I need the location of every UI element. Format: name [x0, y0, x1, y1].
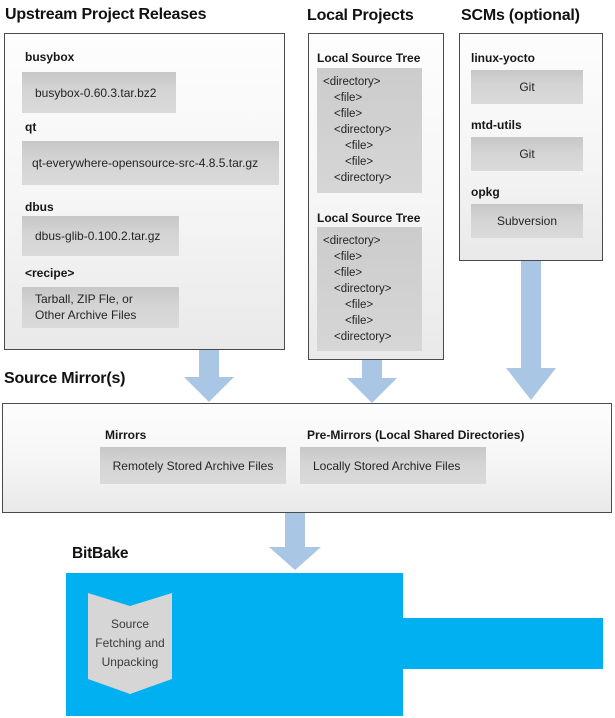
- archive-file-box-qt: qt-everywhere-opensource-src-4.8.5.tar.g…: [22, 141, 279, 185]
- down-arrow-mirrors-icon: [269, 513, 321, 570]
- remote-archive-box: Remotely Stored Archive Files: [100, 447, 286, 484]
- archive-file-box-recipe: Tarball, ZIP Fle, or Other Archive Files: [22, 287, 179, 328]
- tree-line: <file>: [345, 140, 374, 152]
- bitbake-heading: BitBake: [72, 545, 129, 562]
- archive-file-box-busybox: busybox-0.60.3.tar.bz2: [22, 72, 176, 113]
- archive-file-box-dbus: dbus-glib-0.100.2.tar.gz: [22, 216, 179, 256]
- tree-line: <directory>: [334, 124, 392, 136]
- tree-line: <directory>: [334, 331, 392, 343]
- scm-type-box-subversion: Subversion: [471, 204, 583, 238]
- down-arrow-local-icon: [347, 360, 397, 403]
- package-label-recipe: <recipe>: [25, 266, 75, 280]
- tree-line: <directory>: [334, 172, 392, 184]
- tree-line: <file>: [345, 299, 374, 311]
- tree-line: <file>: [334, 108, 363, 120]
- source-mirrors-heading: Source Mirror(s): [4, 370, 126, 387]
- scm-type-box-git-2: Git: [471, 137, 583, 171]
- scm-project-label-mtd-utils: mtd-utils: [471, 118, 522, 132]
- source-tree-box: <directory> <file> <file> <directory> <f…: [317, 227, 422, 351]
- scm-type-box-git-1: Git: [471, 70, 583, 104]
- upstream-releases-panel: busybox busybox-0.60.3.tar.bz2 qt qt-eve…: [4, 33, 285, 350]
- local-projects-panel: Local Source Tree <directory> <file> <fi…: [308, 33, 444, 360]
- tree-line: <file>: [334, 267, 363, 279]
- tree-line: <file>: [334, 92, 363, 104]
- local-projects-heading: Local Projects: [307, 7, 414, 24]
- mirrors-label: Mirrors: [105, 428, 147, 442]
- upstream-releases-heading: Upstream Project Releases: [5, 6, 207, 23]
- tree-line: <directory>: [323, 235, 381, 247]
- down-arrow-upstream-icon: [184, 350, 234, 402]
- down-arrow-scm-icon: [506, 261, 556, 400]
- scms-heading: SCMs (optional): [461, 7, 580, 24]
- scms-panel: linux-yocto Git mtd-utils Git opkg Subve…: [459, 33, 603, 261]
- source-fetching-chevron: Source Fetching and Unpacking: [88, 593, 172, 694]
- scm-project-label-linux-yocto: linux-yocto: [471, 51, 536, 65]
- premirrors-label: Pre-Mirrors (Local Shared Directories): [307, 428, 525, 442]
- source-tree-label: Local Source Tree: [317, 51, 421, 65]
- tree-line: <directory>: [334, 283, 392, 295]
- scm-project-label-opkg: opkg: [471, 185, 500, 199]
- tree-line: <file>: [334, 251, 363, 263]
- source-mirrors-panel: Mirrors Remotely Stored Archive Files Pr…: [2, 403, 612, 513]
- local-archive-box: Locally Stored Archive Files: [300, 447, 486, 484]
- source-tree-label: Local Source Tree: [317, 211, 421, 225]
- tree-line: <file>: [345, 156, 374, 168]
- bitbake-arm: [403, 618, 603, 669]
- source-tree-box: <directory> <file> <file> <directory> <f…: [317, 68, 422, 193]
- package-label-dbus: dbus: [25, 200, 54, 214]
- package-label-busybox: busybox: [25, 50, 75, 64]
- package-label-qt: qt: [25, 120, 37, 134]
- tree-line: <file>: [345, 315, 374, 327]
- tree-line: <directory>: [323, 76, 381, 88]
